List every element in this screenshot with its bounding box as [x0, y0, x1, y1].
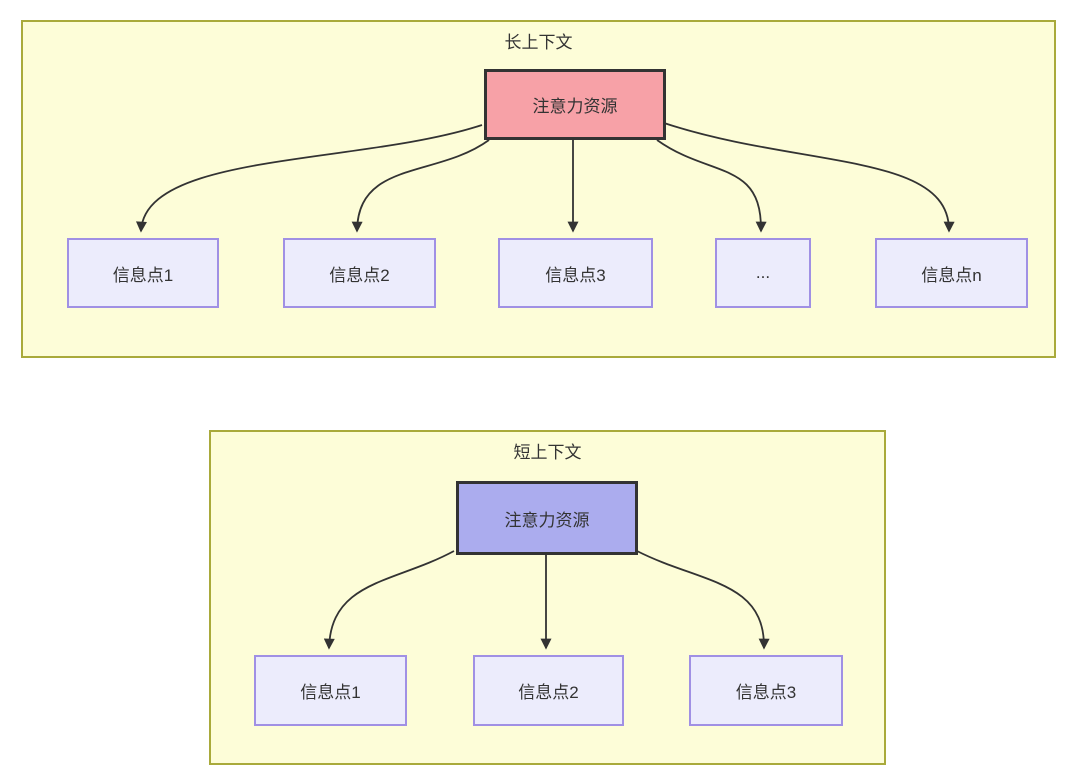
long-info-label-n: 信息点n	[921, 265, 982, 285]
long-attention-label: 注意力资源	[532, 97, 618, 116]
short-attention-box: 注意力资源	[456, 481, 638, 555]
short-info-box-3: 信息点3	[689, 655, 843, 726]
short-context-title: 短上下文	[513, 443, 582, 462]
long-context-title: 长上下文	[504, 33, 573, 52]
long-info-box-n: 信息点n	[875, 238, 1028, 308]
long-info-box-1: 信息点1	[67, 238, 219, 308]
short-info-label-2: 信息点2	[518, 683, 579, 702]
long-info-box-2: 信息点2	[283, 238, 436, 308]
long-info-label-3: 信息点3	[545, 265, 606, 285]
long-info-label-1: 信息点1	[112, 265, 174, 285]
short-info-label-3: 信息点3	[735, 683, 797, 702]
short-info-label-1: 信息点1	[300, 683, 361, 702]
long-attention-box: 注意力资源	[484, 69, 666, 140]
long-info-label-ellipsis: ...	[755, 263, 771, 282]
short-context-panel: 短上下文 注意力资源 信息点1 信息点2 信息点3	[209, 430, 886, 765]
long-info-label-2: 信息点2	[329, 265, 390, 285]
short-info-box-1: 信息点1	[254, 655, 407, 726]
short-attention-label: 注意力资源	[504, 510, 590, 530]
long-info-box-3: 信息点3	[498, 238, 653, 308]
long-context-panel: 长上下文 注意力资源 信息点1 信息点2 信息点3 ... 信息点n	[21, 20, 1056, 358]
long-info-box-ellipsis: ...	[715, 238, 811, 308]
short-info-box-2: 信息点2	[473, 655, 624, 726]
